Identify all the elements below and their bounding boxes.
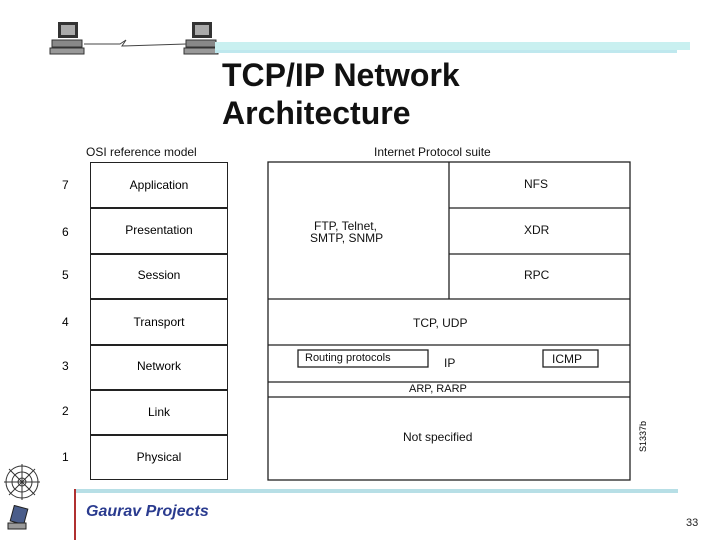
osi-layer-2: [90, 390, 228, 435]
spider-web-icon: [4, 464, 40, 500]
footer-vertical-bar: [74, 489, 76, 540]
layer-num-2: 2: [62, 404, 69, 418]
header-accent-line-thin: [215, 50, 677, 53]
layer-num-1: 1: [62, 450, 69, 464]
smtp-snmp-label: SMTP, SNMP: [310, 231, 384, 245]
title-line-2: Architecture: [222, 95, 411, 131]
header-accent-line: [215, 42, 690, 50]
osi-layer-5: [90, 254, 228, 299]
layer-num-4: 4: [62, 315, 69, 329]
layer-num-3: 3: [62, 359, 69, 373]
osi-label-7: Application: [129, 178, 189, 192]
layer-num-7: 7: [62, 178, 69, 192]
ftp-telnet-label: FTP, Telnet,: [314, 219, 377, 233]
osi-label-6: Presentation: [125, 223, 193, 237]
not-specified-label: Not specified: [403, 430, 473, 444]
osi-label-5: Session: [137, 268, 181, 282]
page-number: 33: [686, 517, 699, 529]
footer-accent-line: [74, 489, 678, 493]
arp-rarp-label: ARP, RARP: [409, 383, 467, 395]
nfs-label: NFS: [524, 177, 548, 191]
osi-label-4: Transport: [133, 315, 185, 329]
osi-layer-7: [90, 162, 228, 208]
rpc-label: RPC: [524, 268, 550, 282]
osi-label-1: Physical: [136, 450, 182, 464]
title-line-1: TCP/IP Network: [222, 57, 460, 93]
osi-header: OSI reference model: [86, 145, 197, 159]
ip-label: IP: [444, 356, 456, 370]
osi-layer-1: [90, 435, 228, 480]
footer-brand: Gaurav Projects: [86, 503, 209, 520]
figure-code: S1337b: [638, 420, 648, 452]
osi-layer-3: [90, 345, 228, 390]
layer-num-5: 5: [62, 268, 69, 282]
icmp-label: ICMP: [552, 352, 582, 366]
laptop-icon: [7, 505, 29, 530]
tcp-udp-label: TCP, UDP: [413, 316, 468, 330]
osi-layer-6: [90, 208, 228, 254]
osi-label-2: Link: [147, 405, 170, 419]
layer-num-6: 6: [62, 225, 69, 239]
suite-header: Internet Protocol suite: [374, 145, 491, 159]
osi-layer-4: [90, 299, 228, 345]
routing-protocols-label: Routing protocols: [305, 352, 391, 364]
network-computers-icon: [49, 22, 219, 55]
xdr-label: XDR: [524, 223, 550, 237]
osi-label-3: Network: [136, 359, 181, 373]
page-title: TCP/IP Network Architecture: [222, 56, 460, 132]
